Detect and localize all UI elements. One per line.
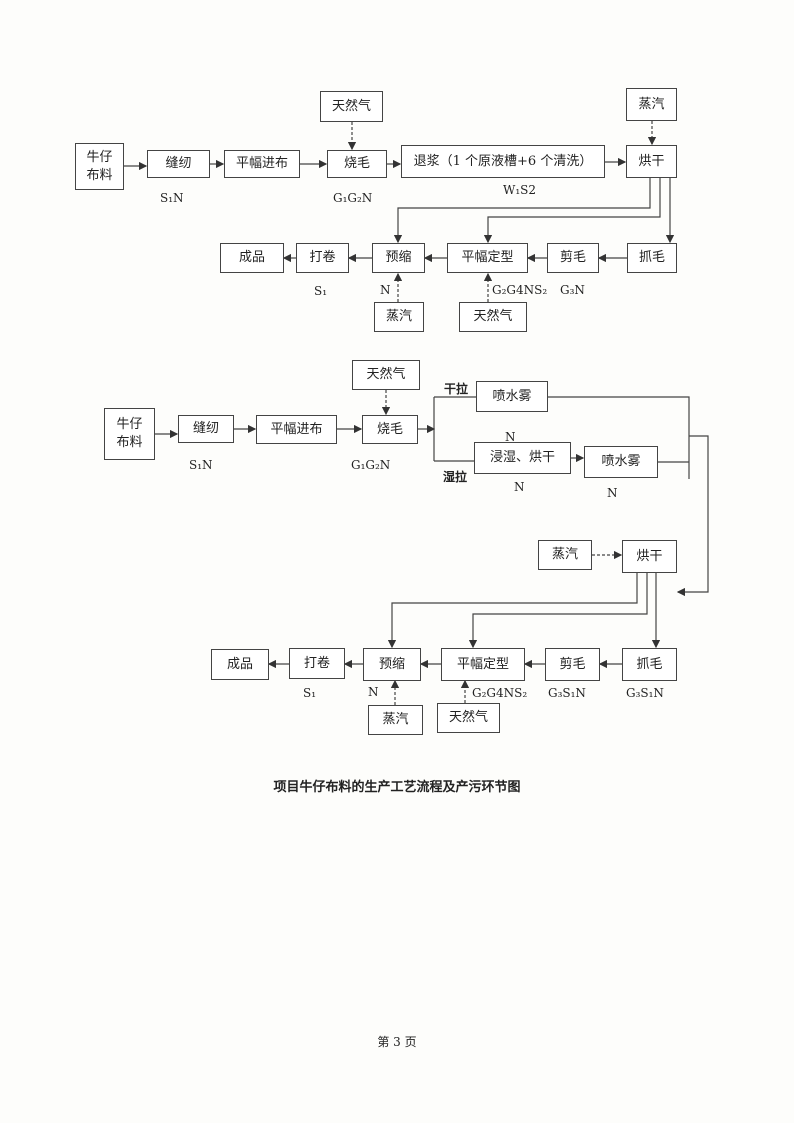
box-steam: 蒸汽: [626, 88, 677, 121]
box-product: 成品: [220, 243, 284, 273]
box-flat-feed: 平幅进布: [224, 150, 300, 178]
box-setting: 平幅定型: [447, 243, 528, 273]
label-wet-pull: 湿拉: [443, 470, 468, 484]
box-flat-feed: 平幅进布: [256, 415, 337, 444]
figure-caption: 项目牛仔布料的生产工艺流程及产污环节图: [273, 780, 521, 795]
box-drying: 烘干: [622, 540, 677, 573]
box-steam-bottom: 蒸汽: [368, 705, 423, 735]
label-setting: G₂G4NS₂: [472, 686, 528, 700]
label-shear: G₃N: [560, 283, 585, 297]
box-gas-bottom: 天然气: [459, 302, 527, 332]
box-singeing: 烧毛: [327, 150, 387, 178]
box-raising: 抓毛: [622, 648, 677, 681]
box-rolling: 打卷: [289, 648, 345, 679]
label-singe: G₁G₂N: [333, 191, 373, 205]
label-roll: S₁: [303, 686, 317, 700]
label-setting: G₂G4NS₂: [492, 283, 548, 297]
box-water-spray-1: 喷水雾: [476, 381, 548, 412]
box-raw-denim: 牛仔 布料: [104, 408, 155, 460]
label-sew: S₁N: [160, 191, 184, 205]
box-sewing: 缝纫: [147, 150, 210, 178]
label-preshrink: N: [368, 685, 379, 699]
box-water-spray-2: 喷水雾: [584, 446, 658, 478]
box-setting: 平幅定型: [441, 648, 525, 681]
label-sew: S₁N: [189, 458, 213, 472]
label-soak: N: [514, 480, 525, 494]
box-steam: 蒸汽: [538, 540, 592, 570]
label-roll: S₁: [314, 284, 328, 298]
box-product: 成品: [211, 649, 269, 680]
box-shearing: 剪毛: [547, 243, 599, 273]
label-shear: G₃S₁N: [548, 686, 586, 700]
label-spray1: N: [505, 430, 516, 444]
box-sewing: 缝纫: [178, 415, 234, 443]
box-steam-bottom: 蒸汽: [374, 302, 424, 332]
box-raising: 抓毛: [627, 243, 677, 273]
label-singe: G₁G₂N: [351, 458, 391, 472]
box-drying: 烘干: [626, 145, 677, 178]
box-soak-dry: 浸湿、烘干: [474, 442, 571, 474]
box-natural-gas: 天然气: [352, 360, 420, 390]
label-spray2: N: [607, 486, 618, 500]
box-preshrink: 预缩: [363, 648, 421, 681]
label-desize: W₁S2: [503, 183, 536, 197]
box-shearing: 剪毛: [545, 648, 600, 681]
box-desizing: 退浆（1 个原液槽+6 个清洗）: [401, 145, 605, 178]
label-dry-pull: 干拉: [444, 382, 469, 396]
box-natural-gas: 天然气: [320, 91, 383, 122]
label-preshrink: N: [380, 283, 391, 297]
box-preshrink: 预缩: [372, 243, 425, 273]
box-rolling: 打卷: [296, 243, 349, 273]
box-raw-denim: 牛仔 布料: [75, 143, 124, 190]
page-number: 第 3 页: [377, 1035, 417, 1049]
box-gas-bottom: 天然气: [437, 703, 500, 733]
box-singeing: 烧毛: [362, 415, 418, 444]
label-raise: G₃S₁N: [626, 686, 664, 700]
